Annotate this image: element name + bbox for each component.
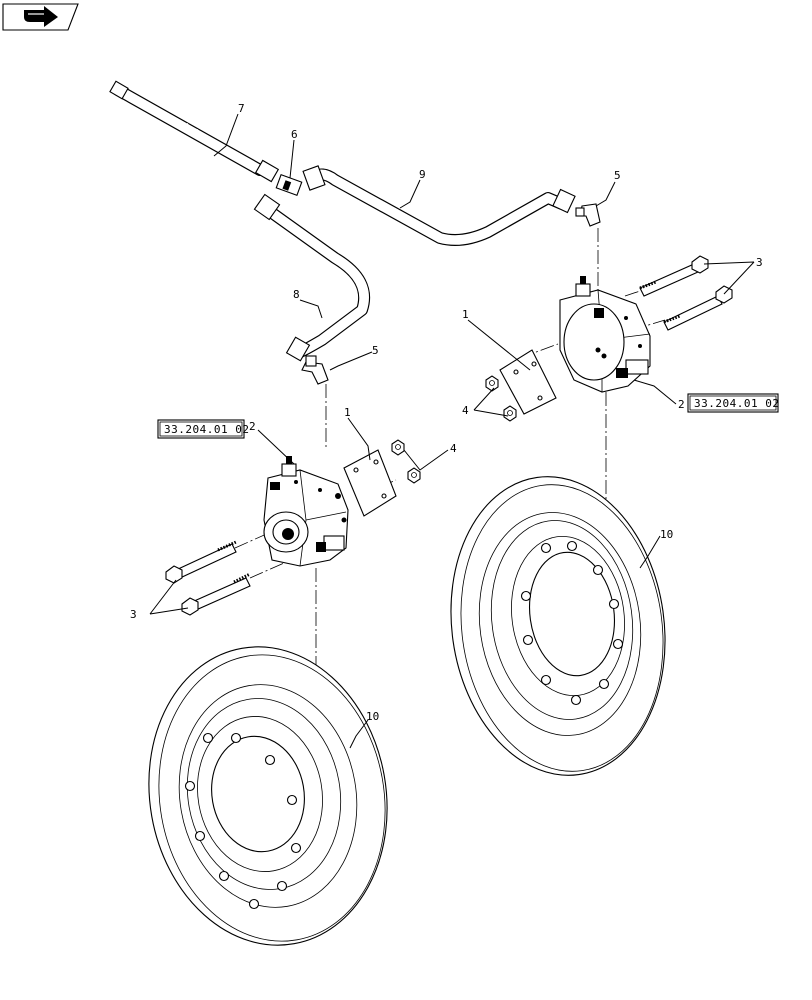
nut-4-left [391,439,421,484]
hose-9 [302,165,576,246]
callout-8: 8 [293,288,300,301]
brake-caliper-right [559,276,651,393]
bolt-3-right [639,255,733,331]
callout-5-left: 5 [372,344,379,357]
callout-10-left: 10 [366,710,379,723]
brake-caliper-left [263,456,349,567]
reference-link-right[interactable]: 33.204.01 02 [687,393,779,413]
callout-9: 9 [419,168,426,181]
centerline [234,527,281,549]
fitting-6 [275,173,303,197]
reference-label-left: 33.204.01 02 [164,423,249,436]
bolt-3-left [165,540,251,616]
hose-7 [109,80,280,183]
next-page-button[interactable] [2,3,79,31]
callout-7: 7 [238,102,245,115]
callout-3-left: 3 [130,608,137,621]
reference-label-right: 33.204.01 02 [694,397,779,410]
brake-pad-left [343,449,397,517]
brake-pad-right [499,349,557,415]
elbow-5-left [301,355,329,385]
callout-4-right: 4 [462,404,469,417]
callout-3-right: 3 [756,256,763,269]
callout-1-left: 1 [344,406,351,419]
callout-2-left: 2 [249,420,256,433]
callout-2-right: 2 [678,398,685,411]
callout-1-right: 1 [462,308,469,321]
elbow-5-right [575,203,601,227]
next-page-arrow-icon [24,6,58,27]
callout-6: 6 [291,128,298,141]
callout-4-left: 4 [450,442,457,455]
brake-disc-right [450,476,666,776]
nut-4-right [485,375,517,422]
callout-10-right: 10 [660,528,673,541]
callout-5-right: 5 [614,169,621,182]
hose-8 [253,193,371,362]
leader-lines [149,113,755,749]
reference-link-left[interactable]: 33.204.01 02 [157,419,249,439]
brake-disc-left [148,646,388,946]
